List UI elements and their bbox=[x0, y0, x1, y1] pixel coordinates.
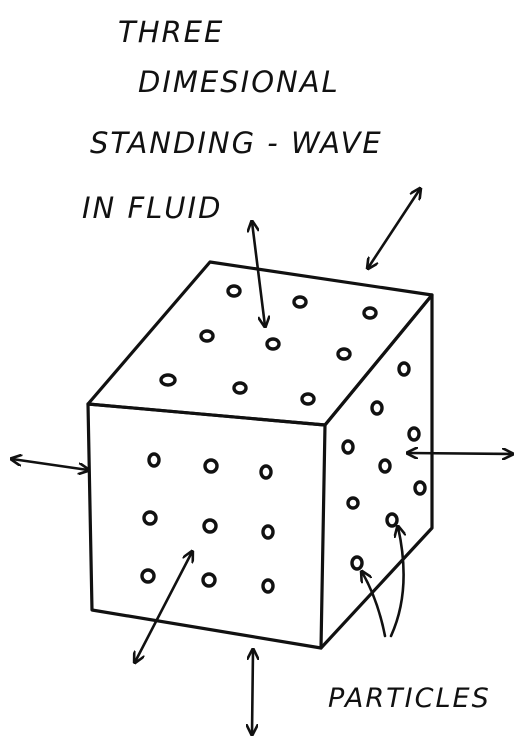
particle bbox=[292, 295, 308, 309]
particle bbox=[147, 452, 161, 468]
particle bbox=[370, 400, 384, 416]
particle bbox=[261, 524, 275, 540]
title-line-2: DIMESIONAL bbox=[138, 65, 340, 99]
particle bbox=[159, 373, 177, 387]
particle bbox=[140, 568, 156, 584]
particle bbox=[300, 392, 316, 406]
double-arrow-icon bbox=[252, 222, 265, 326]
cube-front-face bbox=[86, 402, 327, 650]
cube-right-face bbox=[319, 293, 434, 650]
pointer-arrow-icon bbox=[362, 572, 387, 638]
double-arrow-icon bbox=[252, 650, 253, 734]
particle bbox=[259, 464, 273, 480]
double-arrow-icon bbox=[408, 453, 512, 454]
right-face-particles bbox=[341, 361, 427, 571]
particle bbox=[413, 480, 427, 496]
particle bbox=[265, 337, 281, 351]
wave-arrows bbox=[12, 189, 512, 734]
double-arrow-icon bbox=[12, 459, 88, 470]
particle bbox=[201, 572, 217, 588]
particle bbox=[142, 510, 158, 526]
particle bbox=[346, 496, 360, 510]
title-line-4: IN FLUID bbox=[82, 191, 222, 225]
particle bbox=[397, 361, 411, 377]
particle bbox=[203, 458, 219, 474]
double-arrow-icon bbox=[135, 552, 192, 662]
particle bbox=[378, 458, 392, 474]
particle bbox=[341, 439, 355, 455]
title-line-1: THREE bbox=[118, 15, 224, 49]
particle bbox=[336, 347, 352, 361]
particle bbox=[350, 555, 364, 571]
particle bbox=[385, 512, 399, 528]
front-face-particles bbox=[140, 452, 275, 594]
particle bbox=[202, 518, 218, 534]
particle bbox=[362, 306, 378, 320]
double-arrow-icon bbox=[368, 189, 420, 268]
cube bbox=[86, 260, 434, 650]
top-face-particles bbox=[159, 284, 378, 406]
particle-pointers bbox=[362, 527, 404, 638]
particle bbox=[232, 381, 248, 395]
particle bbox=[407, 426, 421, 442]
particle bbox=[199, 329, 215, 343]
particle bbox=[226, 284, 242, 298]
pointer-arrow-icon bbox=[389, 527, 404, 638]
particles-label: PARTICLES bbox=[328, 683, 491, 714]
particle bbox=[261, 578, 275, 594]
title-line-3: STANDING - WAVE bbox=[90, 126, 383, 160]
